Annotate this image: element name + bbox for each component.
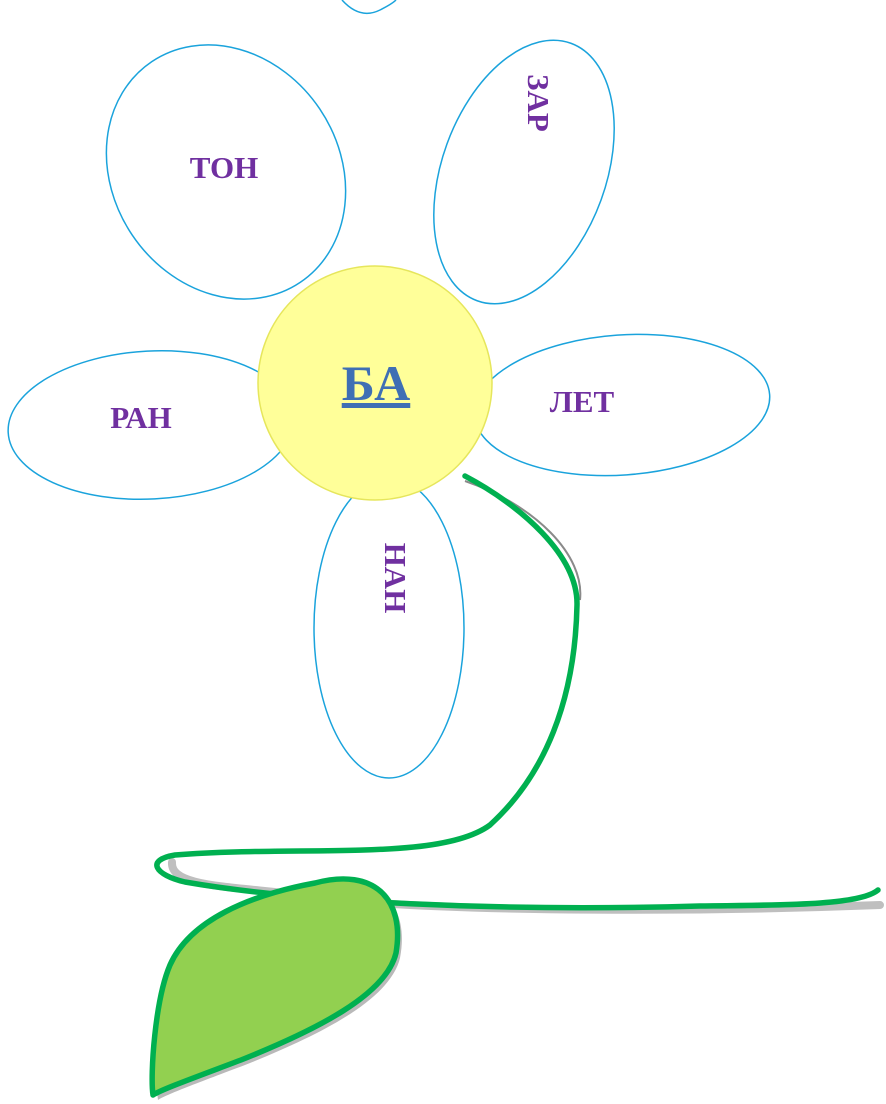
petal-let (473, 333, 771, 477)
petal-word-let: ЛЕТ (550, 384, 615, 419)
stem (154, 473, 881, 911)
petal-ton (105, 44, 347, 300)
top-petal-fragment (341, 0, 397, 15)
petal-word-ran: РАН (110, 400, 171, 435)
petal-nan (313, 477, 465, 779)
stem-shadow (464, 480, 582, 601)
petal-zar (433, 39, 615, 305)
leaf (149, 876, 401, 1098)
petal-word-nan: НАН (378, 543, 413, 614)
petal-word-zar: ЗАР (521, 74, 556, 132)
center-syllable: БА (342, 355, 411, 411)
petal-word-ton: ТОН (190, 150, 259, 185)
flower-center (257, 265, 493, 501)
